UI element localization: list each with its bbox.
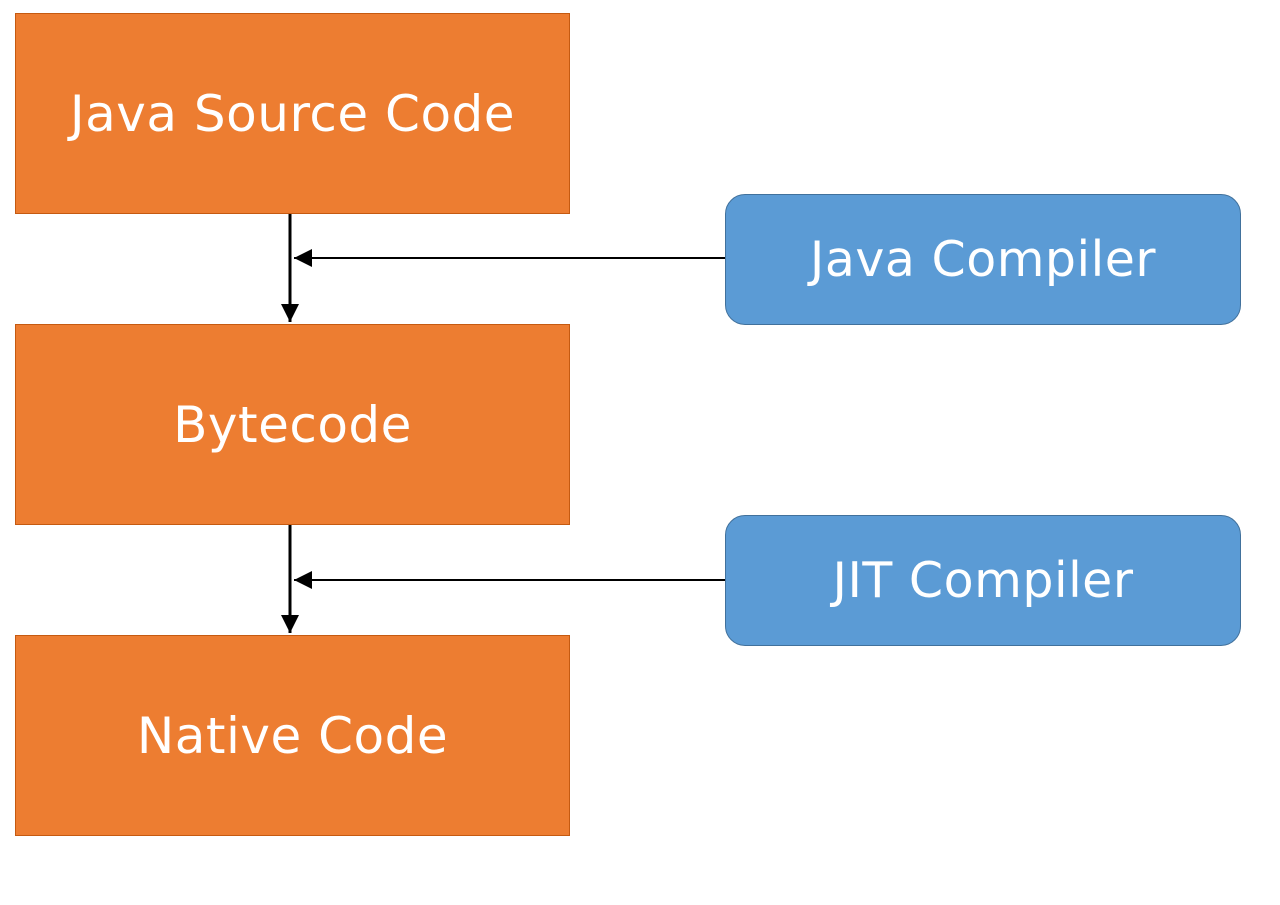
tool-jit-compiler: JIT Compiler (725, 515, 1241, 646)
stage-label: Java Source Code (69, 84, 516, 143)
stage-label: Bytecode (173, 395, 412, 454)
stage-java-source-code: Java Source Code (15, 13, 570, 214)
tool-label: JIT Compiler (832, 552, 1134, 609)
tool-label: Java Compiler (809, 231, 1157, 288)
tool-java-compiler: Java Compiler (725, 194, 1241, 325)
stage-label: Native Code (136, 706, 449, 765)
stage-native-code: Native Code (15, 635, 570, 836)
stage-bytecode: Bytecode (15, 324, 570, 525)
